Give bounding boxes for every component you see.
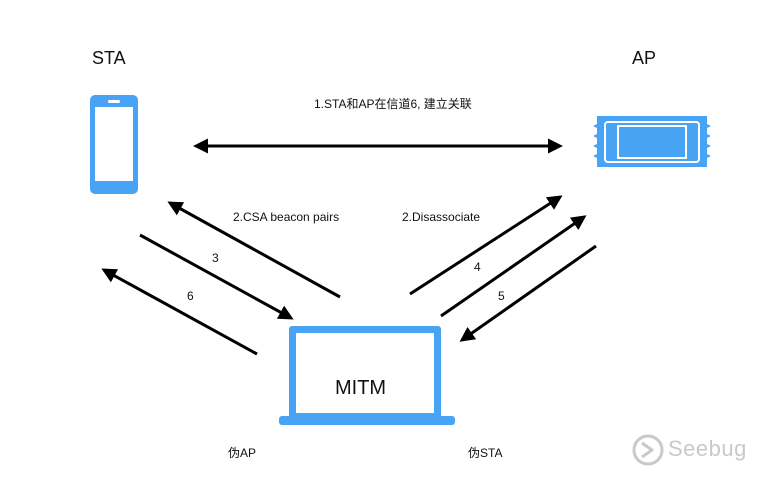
router-icon [593,116,711,167]
arrow-2-disassociate-label: 2.Disassociate [402,210,481,224]
watermark-text: Seebug [668,436,747,461]
arrow-2-disassociate [409,195,563,296]
arrow-3-label: 3 [212,251,219,265]
arrow-2-csa-label: 2.CSA beacon pairs [233,210,340,224]
ap-label: AP [632,48,657,68]
mitm-label: MITM [335,377,387,399]
sta-label: STA [92,48,126,68]
seebug-logo-icon [632,434,664,466]
fake-ap-label: 伪AP [228,446,257,460]
arrow-5-label: 5 [498,289,505,303]
arrow-3 [139,233,294,320]
arrow-6 [101,268,258,356]
arrow-6-label: 6 [187,289,194,303]
laptop-icon [279,326,455,425]
arrow-4 [440,215,587,318]
arrow-2-csa [167,201,341,299]
arrow-1-label: 1.STA和AP在信道6, 建立关联 [314,97,472,111]
fake-sta-label: 伪STA [468,446,503,460]
arrow-5 [459,244,597,342]
arrow-4-label: 4 [474,260,481,274]
phone-icon [90,95,138,194]
